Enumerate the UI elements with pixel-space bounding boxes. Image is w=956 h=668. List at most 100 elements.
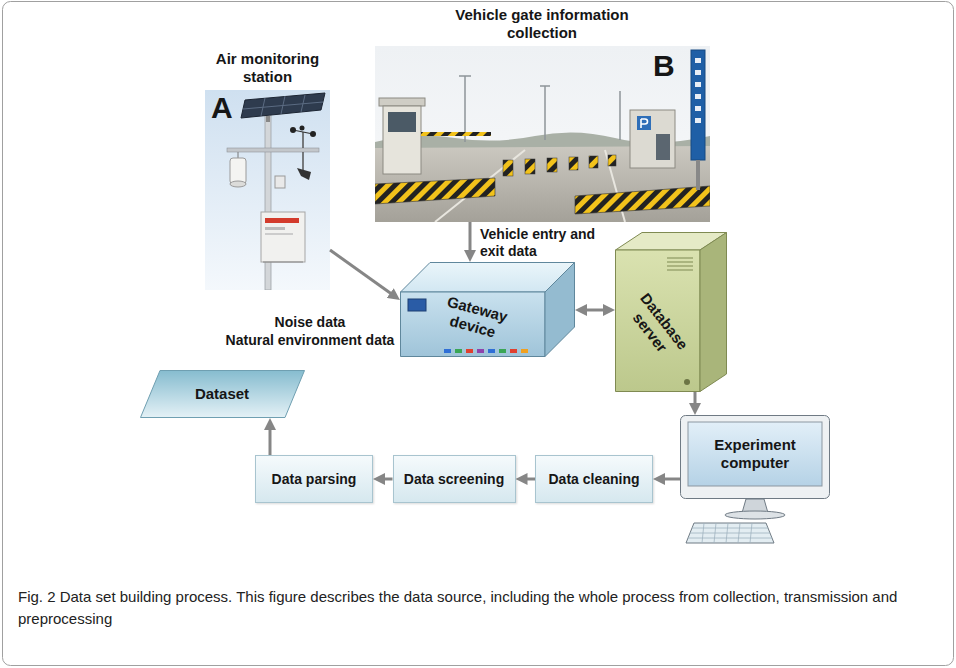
illustration-part	[243, 102, 323, 109]
illustration-part	[300, 126, 305, 131]
illustration-part	[466, 349, 473, 353]
frame-border	[3, 2, 954, 666]
illustration-part	[700, 233, 727, 392]
illustration-part	[667, 261, 693, 262]
illustration-part	[544, 86, 546, 140]
illustration-part	[444, 349, 451, 353]
illustration-part	[686, 523, 774, 543]
computer-outline	[680, 415, 830, 545]
illustration-part	[547, 158, 557, 172]
illustration-part	[714, 523, 716, 543]
flow-arrow	[522, 478, 536, 481]
flow-arrow	[379, 478, 393, 481]
illustration-part	[575, 186, 710, 214]
illustration-part	[695, 70, 701, 75]
database-server: Database server	[615, 232, 727, 392]
illustration-part	[266, 116, 270, 122]
experiment-computer: Experiment computer	[680, 415, 830, 545]
process-box: Data parsing	[255, 455, 373, 503]
illustration-part	[750, 523, 752, 543]
illustration-part	[293, 130, 313, 134]
illustration-part	[702, 523, 704, 543]
illustration-part	[241, 93, 325, 118]
illustration-part	[205, 90, 330, 290]
device-label: Experiment computer	[693, 436, 817, 472]
illustration-part	[290, 127, 296, 133]
illustration-part	[302, 152, 304, 170]
flow-arrow	[330, 250, 395, 297]
illustration-part	[230, 158, 246, 184]
illustration-part	[488, 349, 495, 353]
panel-letter: A	[211, 90, 233, 126]
gateway-device: Gateway device	[400, 262, 575, 357]
illustration-part	[688, 422, 822, 486]
illustration-part	[569, 157, 578, 170]
illustration-part	[695, 58, 701, 63]
illustration-part	[408, 299, 426, 311]
panel-letter: B	[653, 48, 675, 84]
illustration-part	[238, 152, 239, 158]
illustration-part	[503, 160, 513, 176]
illustration-part	[695, 82, 701, 87]
illustration-part	[265, 227, 285, 230]
illustration-part	[695, 118, 701, 123]
illustration-part	[619, 91, 621, 140]
illustration-part	[401, 263, 575, 293]
illustration-part	[275, 176, 285, 188]
panel-heading: Vehicle gate information collection	[427, 6, 657, 42]
process-label: Data screening	[404, 471, 504, 488]
illustration-part	[477, 349, 484, 353]
illustration-part	[455, 349, 462, 353]
illustration-part	[540, 85, 550, 87]
illustration-part	[230, 181, 246, 187]
illustration-part	[738, 523, 740, 543]
illustration-part	[302, 132, 304, 148]
process-box: Data screening	[393, 455, 516, 503]
illustration-part	[695, 106, 701, 111]
illustration-part	[421, 132, 491, 136]
station-photo-panel: Air monitoring stationA	[205, 50, 330, 290]
illustration-part	[691, 50, 705, 160]
illustration-part	[589, 156, 598, 168]
edge-label: Vehicle entry and exit data	[480, 226, 605, 260]
illustration-part	[261, 212, 305, 262]
illustration-part	[525, 159, 535, 174]
flow-arrow	[269, 424, 272, 455]
illustration-part	[681, 416, 830, 499]
illustration-part	[641, 119, 648, 128]
illustration-part	[637, 116, 651, 130]
illustration-part	[499, 349, 506, 353]
illustration-part	[725, 511, 785, 519]
illustration-part	[310, 131, 316, 137]
illustration-part	[227, 148, 319, 152]
illustration-part	[297, 168, 311, 180]
dataset-parallelogram: Dataset	[140, 370, 305, 418]
flow-arrow	[581, 309, 609, 312]
illustration-part	[667, 265, 693, 266]
illustration-part	[521, 349, 528, 353]
illustration-part	[667, 257, 693, 258]
figure-caption: Fig. 2 Data set building process. This f…	[18, 586, 938, 630]
illustration-part	[656, 134, 670, 160]
illustration-part	[141, 371, 305, 418]
illustration-part	[379, 98, 425, 106]
panel-heading: Air monitoring station	[205, 50, 330, 86]
illustration-part	[375, 46, 710, 222]
illustration-part	[608, 155, 616, 166]
illustration-part	[667, 269, 693, 270]
illustration-part	[383, 106, 421, 174]
illustration-part	[696, 160, 700, 190]
illustration-part	[510, 349, 517, 353]
illustration-part	[726, 523, 728, 543]
flow-arrow	[659, 478, 680, 481]
process-label: Data parsing	[272, 471, 357, 488]
illustration-part	[684, 379, 690, 385]
illustration-part	[265, 218, 299, 223]
illustration-part	[695, 94, 701, 99]
illustration-part	[616, 250, 701, 392]
illustration-part	[690, 533, 770, 534]
illustration-part	[263, 262, 303, 263]
illustration-part	[375, 178, 495, 204]
illustration-part	[459, 75, 471, 77]
